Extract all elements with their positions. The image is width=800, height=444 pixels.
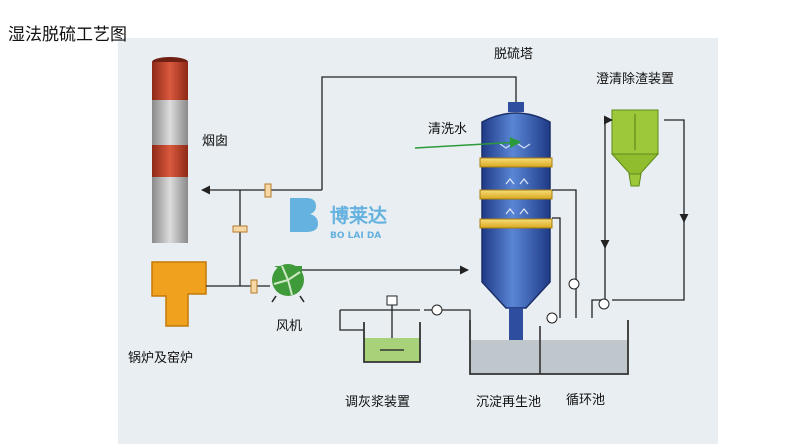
page-title: 湿法脱硫工艺图 <box>8 25 127 45</box>
slurry-tank <box>363 322 421 363</box>
slurry-device-label: 调灰浆装置 <box>345 395 410 410</box>
flue-lines <box>201 76 517 287</box>
wash-water-label: 清洗水 <box>428 122 467 137</box>
damper-bottom <box>250 279 258 294</box>
circ-pool-label: 循环池 <box>566 393 605 408</box>
boiler-label: 锅炉及窑炉 <box>128 350 193 366</box>
svg-text:博莱达: 博莱达 <box>330 204 387 227</box>
pump-2 <box>546 312 558 324</box>
fan <box>271 264 305 303</box>
packing-layer-3 <box>479 218 553 229</box>
damper-middle <box>232 225 248 233</box>
circulation-pipes <box>339 115 689 338</box>
chimney <box>152 57 188 243</box>
fan-label: 风机 <box>276 319 302 334</box>
company-logo: 博莱达 BO LAI DA <box>290 198 387 241</box>
svg-text:BO LAI DA: BO LAI DA <box>330 231 381 241</box>
desulfurization-tower <box>479 102 553 340</box>
pump-4 <box>431 304 443 316</box>
pump-3 <box>598 298 610 310</box>
boiler <box>151 261 207 327</box>
clarifier <box>610 109 660 187</box>
mixer-motor <box>386 295 398 306</box>
pools <box>469 320 629 375</box>
background-panel <box>118 38 718 444</box>
tower-label: 脱硫塔 <box>494 47 533 62</box>
damper-top <box>264 183 272 198</box>
slag-device-label: 澄清除渣装置 <box>596 72 674 87</box>
chimney-label: 烟囱 <box>202 134 228 149</box>
packing-layer-2 <box>479 189 553 200</box>
pump-1 <box>568 278 580 290</box>
settle-pool-label: 沉淀再生池 <box>476 395 541 410</box>
packing-layer-1 <box>479 157 553 168</box>
wash-water-pointer <box>414 136 522 149</box>
